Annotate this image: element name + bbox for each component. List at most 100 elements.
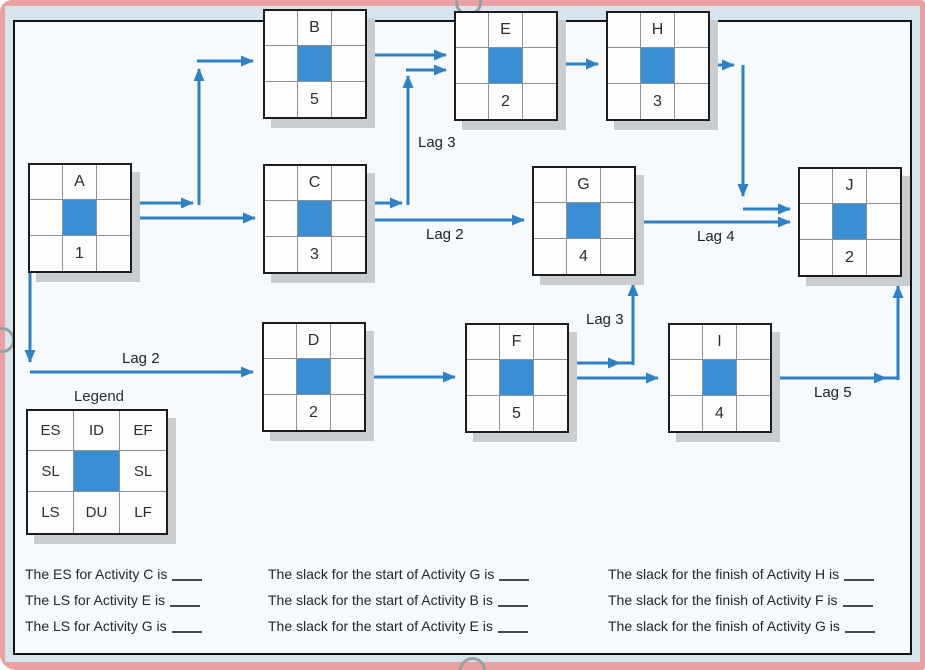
question: The LS for Activity E is — [25, 587, 202, 613]
sl-cell — [456, 48, 489, 84]
question-column-3: The slack for the finish of Activity H i… — [608, 561, 875, 639]
lf-cell — [523, 84, 556, 119]
ef-cell — [867, 169, 900, 204]
sl-cell — [737, 360, 770, 396]
question-text: The slack for the start of Activity E is — [268, 618, 493, 634]
activity-id: I — [703, 325, 737, 360]
activity-id: J — [833, 169, 867, 204]
lag-label-c-g: Lag 2 — [426, 226, 464, 243]
center-fill — [500, 360, 534, 396]
es-cell — [265, 11, 298, 46]
legend-lf: LF — [134, 504, 152, 521]
ef-cell — [332, 166, 365, 201]
legend-ef: EF — [120, 411, 166, 451]
activity-duration: 3 — [641, 84, 675, 119]
legend-sl-right: SL — [120, 451, 166, 492]
ls-cell — [800, 240, 833, 275]
ef-cell — [675, 13, 708, 48]
activity-duration: 4 — [567, 239, 601, 274]
question: The slack for the start of Activity E is — [268, 613, 529, 639]
es-cell — [670, 325, 703, 360]
activity-id: E — [489, 13, 523, 48]
es-cell — [608, 13, 641, 48]
ef-cell — [737, 325, 770, 360]
ls-cell — [265, 82, 298, 117]
ls-cell — [265, 237, 298, 272]
answer-blank — [170, 594, 201, 607]
legend-du: DU — [74, 492, 120, 533]
activity-duration: 4 — [703, 396, 737, 431]
sl-cell — [264, 359, 297, 395]
answer-blank — [172, 568, 203, 581]
question: The ES for Activity C is — [25, 561, 203, 587]
answer-blank — [499, 568, 530, 581]
answer-blank — [844, 620, 875, 633]
question-column-2: The slack for the start of Activity G is… — [268, 561, 530, 639]
ls-cell — [467, 396, 500, 431]
sl-cell — [534, 360, 567, 396]
activity-id: A — [63, 165, 97, 200]
binder-hole-icon — [459, 657, 486, 670]
lf-cell — [332, 237, 365, 272]
ls-cell — [534, 239, 567, 274]
question-text: The LS for Activity G is — [25, 618, 167, 634]
center-fill — [297, 359, 331, 395]
question: The slack for the start of Activity G is — [268, 561, 530, 587]
activity-id: D — [297, 324, 331, 359]
sl-cell — [97, 200, 130, 236]
ef-cell — [601, 168, 634, 203]
activity-node-j: J 2 — [798, 167, 902, 277]
sl-cell — [265, 201, 298, 237]
answer-blank — [842, 594, 873, 607]
legend-key: ES ID EF SL SL LS DU LF — [26, 409, 168, 535]
question-text: The LS for Activity E is — [25, 592, 166, 608]
activity-id: H — [641, 13, 675, 48]
legend-ls: LS — [28, 492, 74, 533]
legend-es: ES — [28, 411, 74, 451]
question-text: The ES for Activity C is — [25, 566, 168, 582]
activity-node-g: G 4 — [532, 166, 636, 276]
sl-cell — [800, 204, 833, 240]
lf-cell — [737, 396, 770, 431]
question-text: The slack for the start of Activity G is — [268, 566, 495, 582]
ef-cell — [331, 324, 364, 359]
center-fill — [833, 204, 867, 240]
activity-duration: 2 — [833, 240, 867, 275]
question: The LS for Activity G is — [25, 613, 202, 639]
lf-cell — [331, 395, 364, 430]
center-fill — [63, 200, 97, 236]
activity-duration: 3 — [298, 237, 332, 272]
center-fill — [567, 203, 601, 239]
sl-cell — [332, 46, 365, 82]
lag-label-i-j: Lag 5 — [814, 384, 852, 401]
activity-node-a: A 1 — [28, 163, 132, 273]
es-cell — [800, 169, 833, 204]
lf-cell — [332, 82, 365, 117]
activity-node-b: B 5 — [263, 9, 367, 119]
activity-id: G — [567, 168, 601, 203]
lf-cell — [601, 239, 634, 274]
lag-label-f-g: Lag 3 — [586, 311, 624, 328]
es-cell — [265, 166, 298, 201]
activity-id: B — [298, 11, 332, 46]
activity-duration: 5 — [500, 396, 534, 431]
question-column-1: The ES for Activity C is The LS for Acti… — [25, 561, 203, 639]
sl-cell — [534, 203, 567, 239]
legend-sl-left: SL — [28, 451, 74, 492]
center-fill — [298, 46, 332, 82]
activity-node-e: E 2 — [454, 11, 558, 121]
sl-cell — [601, 203, 634, 239]
activity-node-i: I 4 — [668, 323, 772, 433]
sl-cell — [331, 359, 364, 395]
center-fill — [703, 360, 737, 396]
question-text: The slack for the finish of Activity G i… — [608, 618, 840, 634]
lf-cell — [97, 236, 130, 271]
es-cell — [534, 168, 567, 203]
lag-label-g-j: Lag 4 — [697, 228, 735, 245]
sl-cell — [523, 48, 556, 84]
sl-cell — [675, 48, 708, 84]
ef-cell — [523, 13, 556, 48]
question-text: The slack for the start of Activity B is — [268, 592, 493, 608]
sl-cell — [467, 360, 500, 396]
